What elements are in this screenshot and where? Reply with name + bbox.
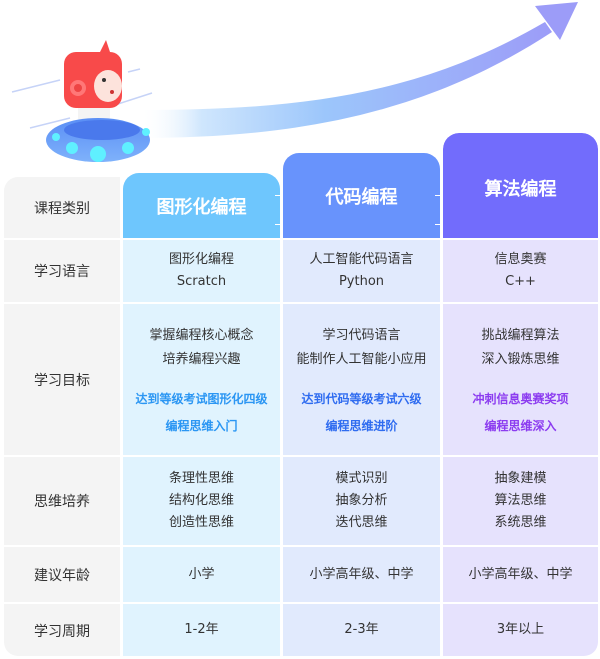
language-value: C++	[505, 274, 536, 289]
column-title: 算法编程	[484, 179, 557, 200]
monkey-mascot-icon	[46, 40, 150, 162]
thinking-item: 算法思维	[494, 493, 547, 508]
age-cell: 小学高年级、中学	[443, 547, 598, 602]
column-header-graphical: 图形化编程	[123, 173, 286, 238]
row-labels-column: 课程类别 学习语言 学习目标 思维培养 建议年龄 学习周期	[4, 177, 120, 656]
language-cell: 人工智能代码语言 Python	[283, 240, 440, 302]
language-value: Python	[338, 274, 385, 289]
language-cell: 信息奥赛 C++	[443, 240, 598, 302]
row-label-period: 学习周期	[4, 602, 120, 658]
goal-highlight: 冲刺信息奥赛奖项	[472, 392, 569, 406]
row-label-goals: 学习目标	[4, 302, 120, 455]
period-cell: 2-3年	[283, 604, 440, 656]
language-name: 信息奥赛	[494, 252, 547, 267]
thinking-item: 结构化思维	[168, 493, 234, 508]
course-column-code: 代码编程 人工智能代码语言 Python 学习代码语言 能制作人工智能小应用 达…	[283, 153, 446, 656]
language-value: Scratch	[176, 274, 227, 289]
language-name: 人工智能代码语言	[309, 252, 414, 267]
column-header-code: 代码编程	[283, 153, 446, 238]
thinking-cell: 抽象建模 算法思维 系统思维	[443, 457, 598, 545]
thinking-item: 抽象分析	[335, 493, 388, 508]
goal-text: 培养编程兴趣	[162, 352, 241, 367]
language-cell: 图形化编程 Scratch	[123, 240, 280, 302]
goal-highlight: 达到等级考试图形化四级	[135, 392, 268, 406]
language-name: 图形化编程	[168, 252, 234, 267]
thinking-item: 迭代思维	[335, 515, 388, 530]
course-column-algorithm: 算法编程 信息奥赛 C++ 挑战编程算法 深入锻炼思维 冲刺信息奥赛奖项 编程思…	[443, 133, 598, 656]
thinking-item: 条理性思维	[168, 471, 234, 486]
row-label-age: 建议年龄	[4, 545, 120, 602]
goals-cell: 掌握编程核心概念 培养编程兴趣 达到等级考试图形化四级 编程思维入门	[123, 304, 280, 455]
column-title: 代码编程	[325, 186, 398, 208]
goal-highlight: 编程思维进阶	[325, 419, 398, 433]
goals-cell: 学习代码语言 能制作人工智能小应用 达到代码等级考试六级 编程思维进阶	[283, 304, 440, 455]
goal-text: 挑战编程算法	[481, 328, 560, 343]
goals-cell: 挑战编程算法 深入锻炼思维 冲刺信息奥赛奖项 编程思维深入	[443, 304, 598, 455]
period-cell: 1-2年	[123, 604, 280, 656]
goal-highlight: 编程思维深入	[484, 419, 557, 433]
goal-text: 掌握编程核心概念	[149, 328, 254, 343]
row-label-language: 学习语言	[4, 238, 120, 302]
row-label-course-category: 课程类别	[34, 200, 90, 217]
rising-arrow-icon	[11, 2, 578, 138]
thinking-item: 创造性思维	[168, 515, 234, 530]
age-cell: 小学高年级、中学	[283, 547, 440, 602]
column-title: 图形化编程	[156, 196, 247, 218]
column-header-algorithm: 算法编程	[443, 133, 598, 238]
thinking-item: 系统思维	[494, 515, 547, 530]
period-cell: 3年以上	[443, 604, 598, 656]
goal-highlight: 编程思维入门	[165, 419, 238, 433]
thinking-item: 抽象建模	[494, 471, 547, 486]
course-column-graphical: 图形化编程 图形化编程 Scratch 掌握编程核心概念 培养编程兴趣 达到等级…	[123, 173, 286, 656]
goal-text: 能制作人工智能小应用	[296, 352, 427, 367]
age-cell: 小学	[123, 547, 280, 602]
row-label-thinking: 思维培养	[4, 455, 120, 545]
goal-text: 深入锻炼思维	[481, 352, 560, 367]
thinking-item: 模式识别	[335, 471, 388, 486]
hero-illustration	[0, 0, 600, 170]
goal-text: 学习代码语言	[322, 328, 401, 343]
goal-highlight: 达到代码等级考试六级	[301, 392, 422, 406]
thinking-cell: 条理性思维 结构化思维 创造性思维	[123, 457, 280, 545]
thinking-cell: 模式识别 抽象分析 迭代思维	[283, 457, 440, 545]
